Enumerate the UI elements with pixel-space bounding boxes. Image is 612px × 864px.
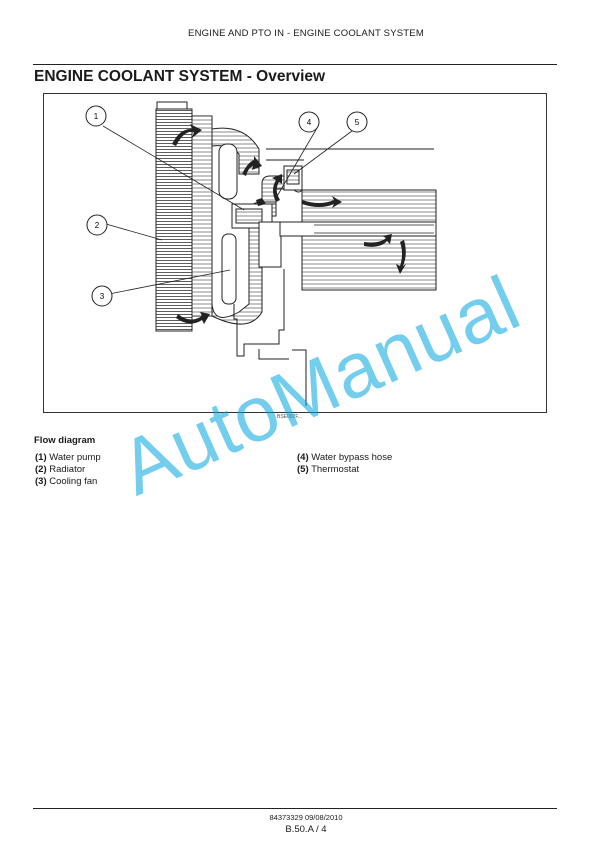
callout-label-1: 1 (94, 112, 99, 121)
callout-label-4: 4 (307, 118, 312, 127)
callout-circle-1 (85, 105, 107, 127)
legend-item-label: Water pump (49, 452, 101, 463)
legend-item: (5) Thermostat (297, 464, 392, 476)
legend-item: (4) Water bypass hose (297, 452, 392, 464)
legend-item-label: Water bypass hose (311, 452, 393, 463)
legend-item-number: (1) (35, 452, 47, 463)
callout-label-3: 3 (100, 292, 105, 301)
flow-diagram-figure: 1 4 5 2 3 BSE002F... (43, 93, 547, 420)
legend-left-column: (1) Water pump (2) Radiator (3) Cooling … (35, 452, 101, 488)
document-number: 84373329 09/08/2010 (269, 813, 343, 822)
legend-item-label: Cooling fan (49, 476, 98, 487)
legend-item-number: (2) (35, 464, 47, 475)
engine-block-shape (279, 189, 437, 291)
legend-item: (3) Cooling fan (35, 476, 101, 488)
legend-item-number: (5) (297, 464, 309, 475)
legend-item-number: (3) (35, 476, 47, 487)
figure-code: BSE002F... (277, 414, 303, 420)
header-rule (33, 64, 557, 65)
engine-mount-shape (292, 349, 307, 406)
callout-label-5: 5 (355, 118, 360, 127)
callout-label-2: 2 (95, 221, 100, 230)
callout-circle-2 (86, 214, 108, 236)
flow-arrows (172, 124, 406, 324)
legend-item: (2) Radiator (35, 464, 101, 476)
upper-tank-shape (218, 143, 238, 200)
running-header: ENGINE AND PTO IN - ENGINE COOLANT SYSTE… (188, 28, 424, 39)
legend-item-number: (4) (297, 452, 309, 463)
upper-hose-shape (211, 127, 260, 175)
caption-title: Flow diagram (34, 435, 96, 446)
legend-item: (1) Water pump (35, 452, 101, 464)
thermostat-shape (266, 148, 434, 191)
callout-circle-4 (298, 111, 320, 133)
footer-rule (33, 808, 557, 809)
section-title: ENGINE COOLANT SYSTEM - Overview (34, 68, 326, 85)
legend-item-label: Radiator (49, 464, 86, 475)
callout-circle-3 (91, 285, 113, 307)
leader-lines (102, 125, 357, 295)
callout-circle-5 (346, 111, 368, 133)
callout-group: 1 4 5 2 3 (85, 105, 368, 307)
water-pump-shape (231, 203, 289, 360)
page-number: B.50.A / 4 (285, 824, 327, 835)
radiator-shape (155, 101, 213, 332)
legend-right-column: (4) Water bypass hose (5) Thermostat (297, 452, 392, 476)
coolant-system-illustration: 1 4 5 2 3 (85, 101, 437, 406)
cooling-fan-shape (221, 233, 237, 305)
footer: 84373329 09/08/2010 B.50.A / 4 (0, 813, 612, 835)
legend-item-label: Thermostat (311, 464, 360, 475)
